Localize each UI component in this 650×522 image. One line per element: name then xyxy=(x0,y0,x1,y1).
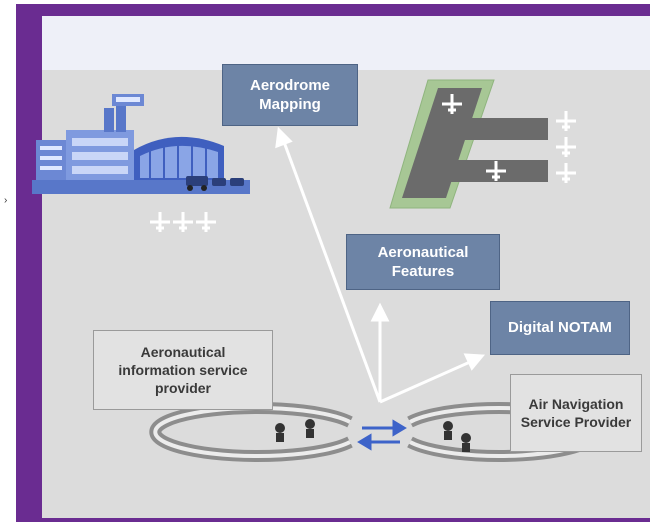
exchange-arrows-icon xyxy=(357,419,407,451)
aerodrome-mapping-box: Aerodrome Mapping xyxy=(222,64,358,126)
aisp-box: Aeronautical information service provide… xyxy=(93,330,273,410)
edge-mark: › xyxy=(4,195,8,206)
top-band xyxy=(42,16,650,70)
runway-map-icon xyxy=(389,79,576,209)
digital-notam-box: Digital NOTAM xyxy=(490,301,630,355)
ansp-box: Air Navigation Service Provider xyxy=(510,374,642,452)
airport-terminal-icon xyxy=(32,94,250,194)
flow-arrows xyxy=(275,126,486,404)
airplane-icon xyxy=(150,212,216,232)
aeronautical-features-box: Aeronautical Features xyxy=(346,234,500,290)
